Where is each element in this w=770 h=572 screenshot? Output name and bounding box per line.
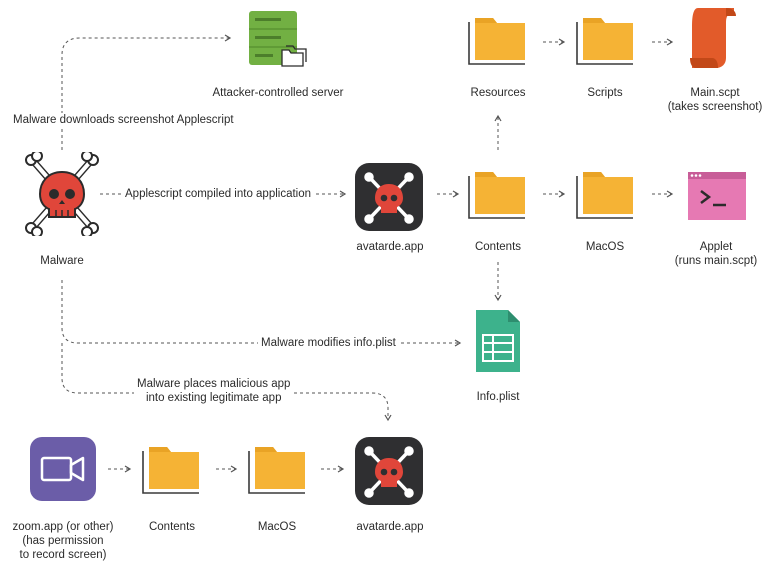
label-macos-top: MacOS	[567, 240, 643, 254]
folder-icon	[248, 447, 305, 494]
label-attacker-server: Attacker-controlled server	[198, 86, 358, 100]
server-icon	[249, 11, 307, 67]
label-malware: Malware	[20, 254, 104, 268]
terminal-icon	[688, 172, 746, 220]
label-scripts: Scripts	[567, 86, 643, 100]
folder-icon	[142, 447, 199, 494]
label-macos-bottom: MacOS	[239, 520, 315, 534]
folder-icon	[576, 18, 633, 65]
edge-modifies	[61, 280, 462, 347]
avatarde-app-icon	[355, 163, 423, 231]
label-info-plist: Info.plist	[458, 390, 538, 404]
label-avatarde-bottom: avatarde.app	[340, 520, 440, 534]
folder-icon	[468, 172, 525, 219]
skull-crossbones-icon	[25, 152, 99, 236]
label-resources: Resources	[458, 86, 538, 100]
edge-label-places: Malware places malicious app into existi…	[134, 377, 294, 405]
label-main-scpt: Main.scpt (takes screenshot)	[660, 86, 770, 114]
label-applet: Applet (runs main.scpt)	[666, 240, 766, 268]
label-zoom-app: zoom.app (or other) (has permission to r…	[4, 520, 122, 562]
edge-places	[61, 343, 392, 422]
label-avatarde-top: avatarde.app	[340, 240, 440, 254]
edge-label-modifies: Malware modifies info.plist	[258, 336, 399, 350]
script-scroll-icon	[690, 8, 736, 68]
folder-icon	[576, 172, 633, 219]
edge-label-compiled: Applescript compiled into application	[122, 187, 315, 201]
label-contents-bottom: Contents	[132, 520, 212, 534]
avatarde-app-icon	[355, 437, 423, 505]
edge-downloads	[61, 34, 232, 150]
label-contents-top: Contents	[458, 240, 538, 254]
edge-label-downloads: Malware downloads screenshot Applescript	[10, 113, 237, 127]
plist-file-icon	[476, 310, 520, 372]
video-camera-icon	[30, 437, 96, 501]
folder-icon	[468, 18, 525, 65]
